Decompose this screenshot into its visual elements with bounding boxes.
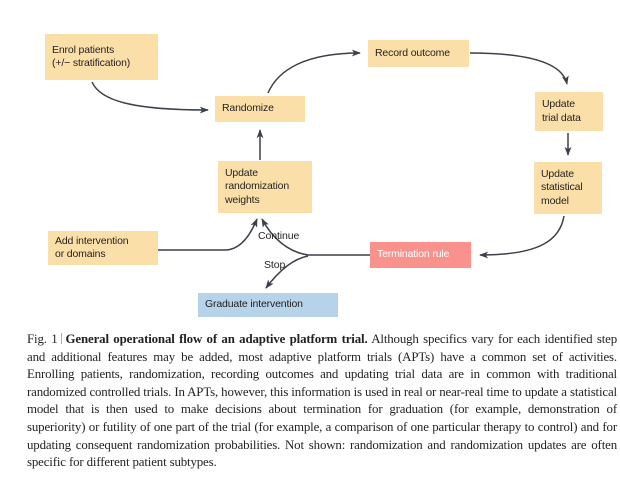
node-update-trial-data[interactable]: Update trial data <box>535 92 603 131</box>
node-record-outcome[interactable]: Record outcome <box>368 40 469 67</box>
arrow-randomize-to-record <box>267 49 361 94</box>
node-add-intervention-or-domains[interactable]: Add intervention or domains <box>48 231 158 265</box>
arrow-stop-to-graduate <box>265 255 309 289</box>
arrow-statmodel-to-termination <box>479 215 565 259</box>
arrow-record-to-trialdata <box>469 52 569 85</box>
caption-divider <box>60 333 62 344</box>
edge-label-continue: Continue <box>258 230 300 242</box>
figure-caption-body: Although specifics vary for each identif… <box>27 332 617 470</box>
arrow-enrol-to-randomize <box>91 81 209 114</box>
node-randomize[interactable]: Randomize <box>215 96 305 122</box>
node-enrol-patients[interactable]: Enrol patients (+/− stratification) <box>45 34 158 80</box>
arrow-addintervention-to-weights <box>158 218 258 251</box>
figure-number: Fig. 1 <box>27 332 58 346</box>
node-update-randomization-weights[interactable]: Update randomization weights <box>218 161 312 213</box>
figure-diagram: Enrol patients (+/− stratification) Rand… <box>45 34 603 317</box>
figure-title: General operational flow of an adaptive … <box>65 332 368 346</box>
node-graduate-intervention[interactable]: Graduate intervention <box>198 293 338 317</box>
node-update-statistical-model[interactable]: Update statistical model <box>534 162 602 214</box>
flow-arrows <box>91 49 572 289</box>
arrow-continue-to-weights <box>261 218 309 256</box>
node-termination-rule[interactable]: Termination rule <box>370 242 471 268</box>
figure-caption: Fig. 1 General operational flow of an ada… <box>27 331 617 472</box>
edge-label-stop: Stop <box>264 259 286 271</box>
